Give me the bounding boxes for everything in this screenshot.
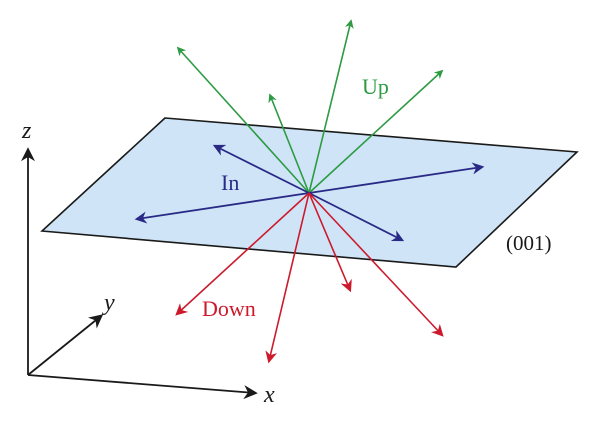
down-vector-3 xyxy=(308,192,352,293)
up-vector-1 xyxy=(176,46,310,194)
label-axis-x: x xyxy=(263,382,275,408)
axis-x-line xyxy=(27,374,258,400)
in-vector-3 xyxy=(134,192,310,224)
in-vector-2 xyxy=(308,162,485,194)
down-vector-2 xyxy=(265,192,310,364)
axis-y-line xyxy=(27,314,104,376)
down-vector-4 xyxy=(308,192,444,337)
in-vector-4 xyxy=(308,192,405,242)
label-axis-z: z xyxy=(21,118,32,144)
label-down: Down xyxy=(202,296,256,321)
up-vectors xyxy=(176,19,444,194)
down-vectors xyxy=(175,192,444,364)
up-vector-2 xyxy=(268,93,310,194)
in-vector-1 xyxy=(212,144,310,194)
coordinate-axes xyxy=(21,147,258,400)
up-vector-4 xyxy=(308,69,444,194)
up-vector-3 xyxy=(308,19,354,194)
down-vector-1 xyxy=(175,192,310,316)
label-up: Up xyxy=(362,74,389,99)
label-in: In xyxy=(221,170,239,195)
in-plane-vectors xyxy=(134,144,485,242)
label-axis-y: y xyxy=(102,290,115,316)
label-plane-001: (001) xyxy=(506,231,552,255)
